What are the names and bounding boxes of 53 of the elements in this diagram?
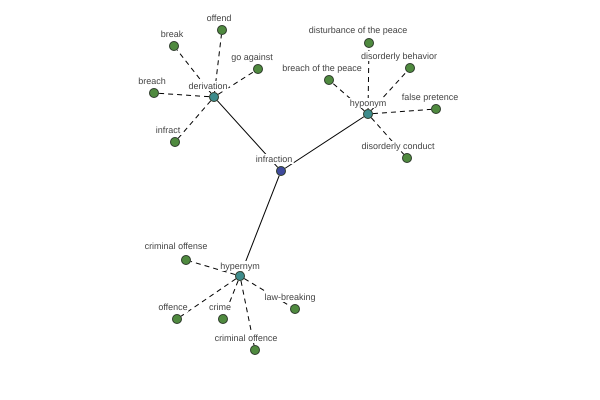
graph-node (402, 153, 412, 163)
dashed-connector (368, 48, 370, 110)
dashed-connector (218, 71, 254, 95)
graph-node (250, 345, 260, 355)
node-label: false pretence (400, 92, 460, 102)
node-label: crime (208, 302, 232, 312)
graph-node (253, 64, 263, 74)
dashed-connector (158, 92, 210, 98)
node-label: breach (137, 76, 167, 86)
graph-node (405, 63, 415, 73)
graph-node (181, 255, 191, 265)
dashed-connector (178, 100, 212, 139)
graph-node (170, 137, 180, 147)
graph-node (217, 25, 227, 35)
dashed-connector (180, 278, 236, 317)
node-label: disorderly behavior (360, 51, 438, 61)
node-label: criminal offence (214, 333, 278, 343)
graph-node (169, 41, 179, 51)
graph-node (209, 92, 219, 102)
node-label: infraction (254, 154, 294, 164)
graph-node (172, 314, 182, 324)
dashed-connector (332, 82, 365, 112)
graph-node (431, 104, 441, 114)
node-label: derivation (187, 81, 229, 91)
graph-node (218, 314, 228, 324)
node-label: break (160, 29, 184, 39)
graph-node (364, 38, 374, 48)
dashed-connector (372, 108, 432, 114)
graph-node (276, 166, 286, 176)
node-label: disturbance of the peace (308, 25, 408, 35)
graph-node (363, 109, 373, 119)
graph-node (324, 75, 334, 85)
node-label: law-breaking (263, 292, 317, 302)
connector-line (284, 116, 364, 169)
dashed-connector (370, 117, 404, 155)
graph-node (235, 271, 245, 281)
node-label: criminal offense (144, 241, 208, 251)
node-label: offend (206, 13, 232, 23)
node-label: hypernym (219, 261, 261, 271)
dashed-connector (214, 34, 222, 93)
node-label: hyponym (348, 98, 388, 108)
node-label: infract (154, 125, 182, 135)
node-label: go against (230, 52, 274, 62)
connector-line (216, 100, 278, 168)
graph-node (290, 304, 300, 314)
dashed-connector (370, 71, 408, 111)
graph-node (149, 88, 159, 98)
dashed-connector (240, 280, 254, 346)
dashed-connector (190, 260, 236, 276)
node-label: breach of the peace (281, 63, 363, 73)
node-label: disorderly conduct (360, 141, 436, 151)
node-label: offence (157, 302, 189, 312)
dashed-connector (176, 49, 212, 94)
